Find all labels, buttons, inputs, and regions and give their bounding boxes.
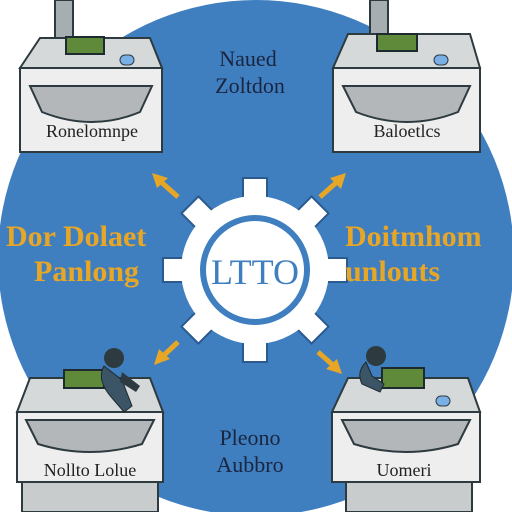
machine-bottom-left [15,369,165,512]
right-heading-line1: Doitmhom [345,220,482,253]
operator-figure-right [359,346,386,393]
machine-top-right-label: Baloetlcs [374,121,441,141]
arrow-top-right [318,173,346,199]
center-top-line2: Zoltdon [215,73,285,98]
machine-bottom-left-label: Nollto Lolue [44,460,137,480]
center-top-line1: Naued [219,46,276,71]
center-bottom-line1: Pleono [219,425,280,450]
machine-top-left-label: Ronelomnpe [46,121,138,141]
machine-bottom-right [330,367,482,512]
center-bottom-line2: Aubbro [216,452,283,477]
gear-label: LTTO [211,252,299,292]
left-heading-line1: Dor Dolaet [6,220,146,253]
machine-bottom-right-label: Uomeri [377,460,432,480]
machine-top-right [331,0,482,153]
left-heading-line2: Panlong [34,255,139,288]
operator-figure-left [100,348,140,413]
arrow-bottom-left [154,340,180,365]
arrow-top-left [152,173,180,199]
gear-icon [162,177,348,363]
arrow-bottom-right [316,350,342,374]
right-heading-line2: unlouts [345,255,440,288]
machine-top-left [18,0,164,153]
